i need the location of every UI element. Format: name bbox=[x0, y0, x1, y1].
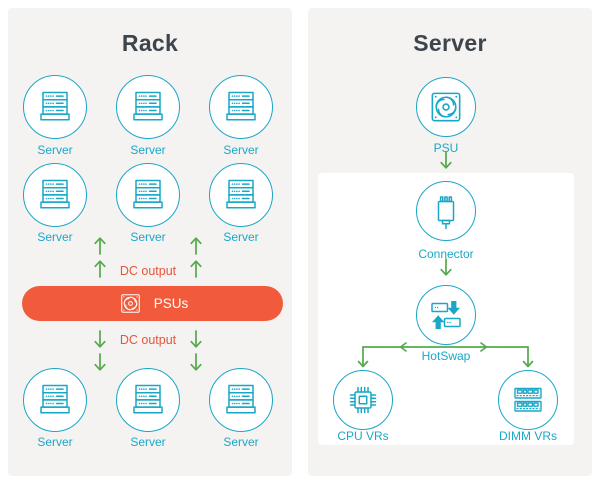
server-node-label: Server bbox=[37, 143, 73, 157]
psu-fan-icon bbox=[117, 290, 144, 317]
flow-arrow-down-icon bbox=[438, 258, 454, 278]
server-rack-icon bbox=[35, 380, 75, 420]
flow-arrow-up-icon bbox=[92, 235, 108, 255]
server-node bbox=[23, 75, 87, 139]
server-node bbox=[23, 163, 87, 227]
psus-bar: PSUs bbox=[22, 286, 283, 321]
server-node bbox=[23, 368, 87, 432]
flow-arrow-up-icon bbox=[188, 235, 204, 255]
server-rack-icon bbox=[221, 175, 261, 215]
dc-output-label-top: DC output bbox=[119, 264, 177, 278]
psu-node-label: PSU bbox=[433, 141, 459, 155]
server-node-label: Server bbox=[223, 143, 259, 157]
rack-panel: Rack Server Server Server Server Server … bbox=[8, 8, 292, 476]
connector-node bbox=[416, 181, 476, 241]
server-rack-icon bbox=[128, 175, 168, 215]
hotswap-arrows-icon bbox=[426, 295, 466, 335]
psu-node bbox=[416, 77, 476, 137]
server-panel: Server PSU Connector HotSwap CPU VRs bbox=[308, 8, 592, 476]
server-panel-title: Server bbox=[413, 30, 487, 56]
cpu-vrs-node-label: CPU VRs bbox=[337, 429, 389, 443]
flow-arrow-down-icon bbox=[92, 353, 108, 373]
server-node-label: Server bbox=[130, 143, 166, 157]
server-rack-icon bbox=[221, 87, 261, 127]
server-node-label: Server bbox=[37, 435, 73, 449]
cpu-chip-icon bbox=[343, 380, 383, 420]
branch-arrows bbox=[357, 342, 534, 368]
server-rack-icon bbox=[35, 87, 75, 127]
server-rack-icon bbox=[128, 87, 168, 127]
psus-bar-label: PSUs bbox=[153, 296, 189, 311]
server-node-label: Server bbox=[130, 230, 166, 244]
flow-arrow-down-icon bbox=[188, 353, 204, 373]
psu-fan-icon bbox=[425, 86, 467, 128]
dimm-vrs-node-label: DIMM VRs bbox=[499, 429, 557, 443]
connector-plug-icon bbox=[426, 191, 466, 231]
server-node bbox=[209, 368, 273, 432]
cpu-vrs-node bbox=[333, 370, 393, 430]
server-node-label: Server bbox=[130, 435, 166, 449]
connector-node-label: Connector bbox=[418, 247, 474, 261]
dc-output-label-bottom: DC output bbox=[119, 333, 177, 347]
server-rack-icon bbox=[35, 175, 75, 215]
rack-panel-title: Rack bbox=[121, 30, 179, 56]
dimm-memory-icon bbox=[508, 380, 548, 420]
server-node bbox=[209, 163, 273, 227]
server-node-label: Server bbox=[223, 230, 259, 244]
dimm-vrs-node bbox=[498, 370, 558, 430]
server-node bbox=[116, 163, 180, 227]
server-rack-icon bbox=[221, 380, 261, 420]
server-node bbox=[116, 75, 180, 139]
hotswap-node bbox=[416, 285, 476, 345]
server-node-label: Server bbox=[223, 435, 259, 449]
server-node-label: Server bbox=[37, 230, 73, 244]
hotswap-node-label: HotSwap bbox=[421, 349, 471, 363]
server-node bbox=[209, 75, 273, 139]
flow-arrow-down-icon bbox=[438, 151, 454, 171]
server-node bbox=[116, 368, 180, 432]
server-rack-icon bbox=[128, 380, 168, 420]
